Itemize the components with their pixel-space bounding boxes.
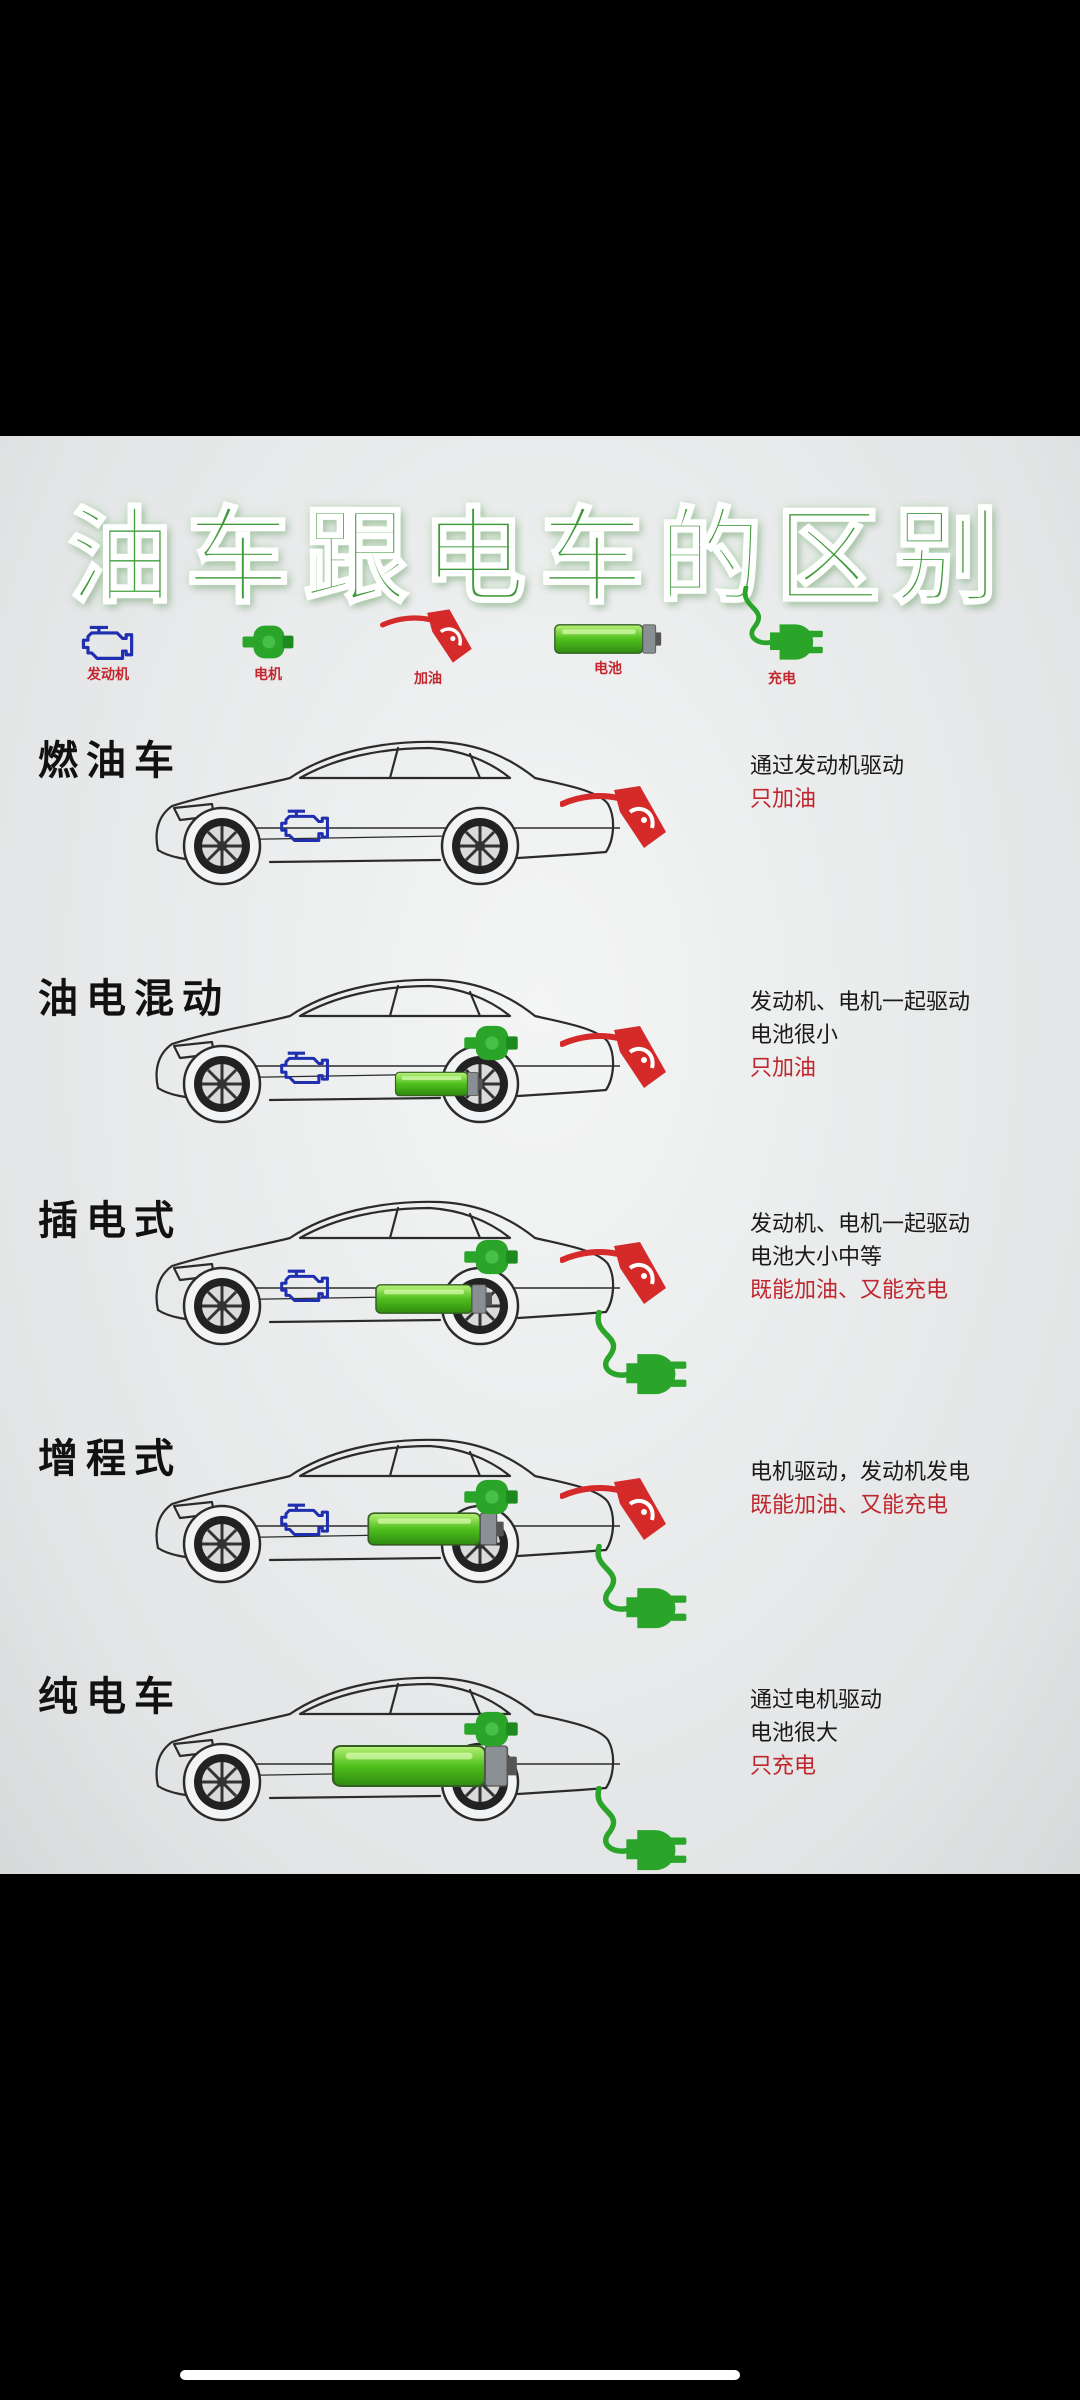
vehicle-row-2: 油电混动 xyxy=(0,966,1080,1206)
legend-label: 充电 xyxy=(768,671,796,687)
engine-icon xyxy=(280,809,329,843)
fuel-nozzle-icon xyxy=(559,1242,666,1304)
front-wheel xyxy=(182,1044,262,1124)
battery-icon xyxy=(375,1284,492,1314)
row-title: 油电混动 xyxy=(38,975,230,1022)
vehicle-row-5: 纯电车 xyxy=(0,1664,1080,1874)
motor-icon xyxy=(464,1239,518,1275)
description-line: 电机驱动，发动机发电 xyxy=(750,1460,971,1485)
description-line: 通过发动机驱动 xyxy=(750,754,905,779)
vehicle-row-1: 燃油车 xyxy=(0,728,1080,968)
engine-icon xyxy=(280,1503,329,1537)
fuel-nozzle-icon xyxy=(380,609,472,663)
row-title: 插电式 xyxy=(38,1197,182,1244)
engine-icon xyxy=(81,625,134,660)
charging-plug-icon xyxy=(595,1543,687,1629)
vehicle-row-3: 插电式 xyxy=(0,1188,1080,1428)
description-line: 电池很小 xyxy=(750,1023,839,1048)
description-line: 发动机、电机一起驱动 xyxy=(750,1212,971,1237)
row-title: 增程式 xyxy=(38,1435,182,1482)
legend-item-fuel-nozzle: 加油 xyxy=(368,606,488,688)
row-description: 通过发动机驱动只加油 xyxy=(750,750,904,816)
legend-label: 发动机 xyxy=(87,667,129,683)
legend-label: 电池 xyxy=(594,661,622,677)
row-title: 纯电车 xyxy=(38,1673,182,1720)
battery-icon xyxy=(394,1071,483,1097)
motor-icon xyxy=(464,1711,518,1747)
car-outline xyxy=(155,740,620,886)
row-title: 燃油车 xyxy=(38,737,182,784)
legend-label: 电机 xyxy=(254,667,282,683)
legend-item-charging-plug: 充电 xyxy=(722,586,842,688)
rear-wheel xyxy=(440,806,520,886)
car-outline xyxy=(155,1438,620,1584)
description-line: 电池很大 xyxy=(750,1721,839,1746)
front-wheel xyxy=(182,1742,262,1822)
battery-icon xyxy=(331,1745,517,1787)
description-line: 既能加油、又能充电 xyxy=(750,1493,949,1518)
description-line: 只充电 xyxy=(750,1754,817,1779)
row-description: 电机驱动，发动机发电既能加油、又能充电 xyxy=(750,1456,970,1522)
fuel-nozzle-icon xyxy=(559,1026,666,1088)
engine-icon xyxy=(280,1051,329,1085)
front-wheel xyxy=(182,1504,262,1584)
vehicle-row-4: 增程式 xyxy=(0,1426,1080,1666)
description-line: 只加油 xyxy=(750,1056,817,1081)
car-outline xyxy=(155,978,620,1124)
fuel-nozzle-icon xyxy=(559,786,666,848)
motor-icon xyxy=(464,1025,518,1061)
legend-item-motor: 电机 xyxy=(208,622,328,684)
row-description: 发动机、电机一起驱动电池大小中等既能加油、又能充电 xyxy=(750,1208,970,1307)
infographic-poster: 油车跟电车的区别 发动机 电机 加油 电池 充电 燃油车 xyxy=(0,436,1080,1874)
legend-label: 加油 xyxy=(414,671,442,687)
battery-icon xyxy=(554,624,662,654)
engine-icon xyxy=(280,1269,329,1303)
charging-plug-icon xyxy=(742,586,823,660)
charging-plug-icon xyxy=(595,1785,687,1871)
description-line: 发动机、电机一起驱动 xyxy=(750,990,971,1015)
legend-item-battery: 电池 xyxy=(548,622,668,678)
row-description: 发动机、电机一起驱动电池很小只加油 xyxy=(750,986,970,1085)
front-wheel xyxy=(182,1266,262,1346)
motor-icon xyxy=(464,1479,518,1515)
description-line: 电池大小中等 xyxy=(750,1245,883,1270)
motor-icon xyxy=(242,625,294,659)
fuel-nozzle-icon xyxy=(559,1478,666,1540)
legend-item-engine: 发动机 xyxy=(48,622,168,684)
charging-plug-icon xyxy=(595,1309,687,1395)
description-line: 既能加油、又能充电 xyxy=(750,1278,949,1303)
description-line: 通过电机驱动 xyxy=(750,1688,883,1713)
description-line: 只加油 xyxy=(750,787,817,812)
car-outline xyxy=(155,1200,620,1346)
front-wheel xyxy=(182,806,262,886)
home-indicator[interactable] xyxy=(180,2370,740,2380)
row-description: 通过电机驱动电池很大只充电 xyxy=(750,1684,882,1783)
main-title: 油车跟电车的区别 xyxy=(66,494,1012,620)
